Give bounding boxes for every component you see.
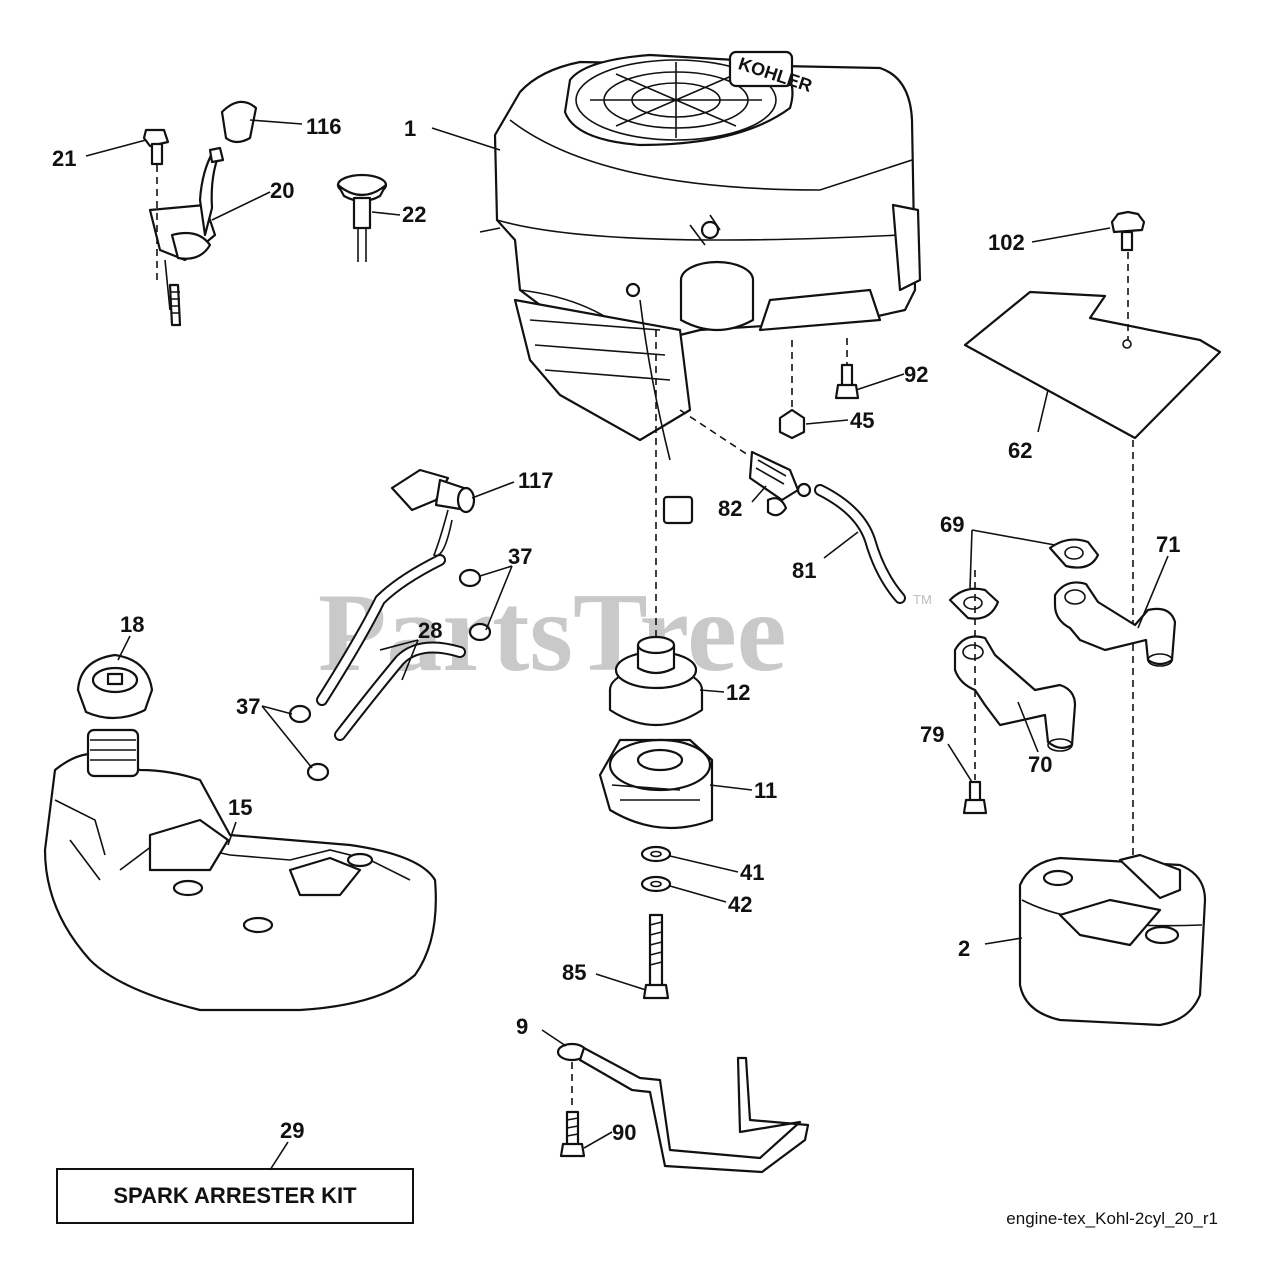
pulley-part-12[interactable] (608, 635, 704, 726)
callout-42: 42 (728, 892, 752, 917)
callout-29: 29 (280, 1118, 304, 1143)
clutch-part-11[interactable] (598, 738, 714, 830)
exhaust-pipe-part-71[interactable] (1053, 581, 1177, 667)
washer-part-42[interactable] (640, 875, 672, 893)
bolt-part-90[interactable] (559, 1110, 586, 1158)
lever-knob-part-116[interactable] (220, 100, 258, 144)
callout-117: 117 (518, 468, 554, 493)
callout-37b: 37 (236, 694, 260, 719)
fuel-cap-part-18[interactable] (76, 653, 154, 720)
callout-92: 92 (904, 362, 928, 387)
lever-bolt-part-21[interactable] (142, 128, 170, 280)
washer-part-41[interactable] (640, 845, 672, 863)
callout-28: 28 (418, 618, 442, 643)
callout-90: 90 (612, 1120, 636, 1145)
callout-45: 45 (850, 408, 874, 433)
throttle-lever-part-20[interactable] (148, 146, 225, 327)
callout-1: 1 (404, 116, 416, 141)
diagram-reference: engine-tex_Kohl-2cyl_20_r1 (1006, 1209, 1218, 1228)
callout-70: 70 (1028, 752, 1052, 777)
callout-82: 82 (718, 496, 742, 521)
bolt-part-79[interactable] (962, 780, 988, 815)
callout-85: 85 (562, 960, 586, 985)
callout-81: 81 (792, 558, 816, 583)
bolt-part-102[interactable] (1110, 210, 1146, 340)
callout-69: 69 (940, 512, 964, 537)
exhaust-pipe-part-70[interactable] (953, 635, 1077, 752)
callout-41: 41 (740, 860, 764, 885)
leader-lines (85, 119, 1169, 1171)
fuel-filter-part-117[interactable] (390, 468, 476, 557)
nut-part-45[interactable] (778, 340, 806, 440)
spark-arrester-kit-part-29[interactable]: SPARK ARRESTER KIT (56, 1168, 414, 1224)
knob-part-22[interactable] (336, 173, 388, 262)
callout-20: 20 (270, 178, 294, 203)
callout-22: 22 (402, 202, 426, 227)
fuel-tank-part-15[interactable] (43, 728, 437, 1012)
callout-62: 62 (1008, 438, 1032, 463)
drain-valve-part-82[interactable] (679, 409, 812, 517)
engine-part-1[interactable]: KOHLER (479, 50, 922, 525)
callout-15: 15 (228, 795, 252, 820)
bracket-part-9[interactable] (556, 1042, 810, 1174)
callout-9: 9 (516, 1014, 528, 1039)
callout-79: 79 (920, 722, 944, 747)
callout-labels: 1 2 9 11 12 15 18 20 21 22 28 29 37 37 4… (52, 114, 1180, 1145)
heat-shield-part-62[interactable] (963, 290, 1222, 440)
callout-12: 12 (726, 680, 750, 705)
callout-21: 21 (52, 146, 76, 171)
callout-102: 102 (988, 230, 1025, 255)
gasket-part-69[interactable] (948, 538, 1100, 620)
fuel-hose-part-28[interactable] (316, 554, 466, 741)
callout-37a: 37 (508, 544, 532, 569)
callout-2: 2 (958, 936, 970, 961)
drain-hose-part-81[interactable] (814, 484, 906, 604)
muffler-part-2[interactable] (1018, 853, 1207, 1027)
hose-clamp-part-37[interactable] (288, 568, 492, 782)
bolt-part-92[interactable] (834, 338, 860, 400)
callout-71: 71 (1156, 532, 1180, 557)
callout-11: 11 (754, 778, 777, 803)
kit-label: SPARK ARRESTER KIT (113, 1183, 357, 1208)
callout-116: 116 (306, 114, 342, 139)
bolt-part-85[interactable] (642, 913, 670, 1000)
watermark-tm: TM (913, 592, 932, 607)
callout-18: 18 (120, 612, 144, 637)
